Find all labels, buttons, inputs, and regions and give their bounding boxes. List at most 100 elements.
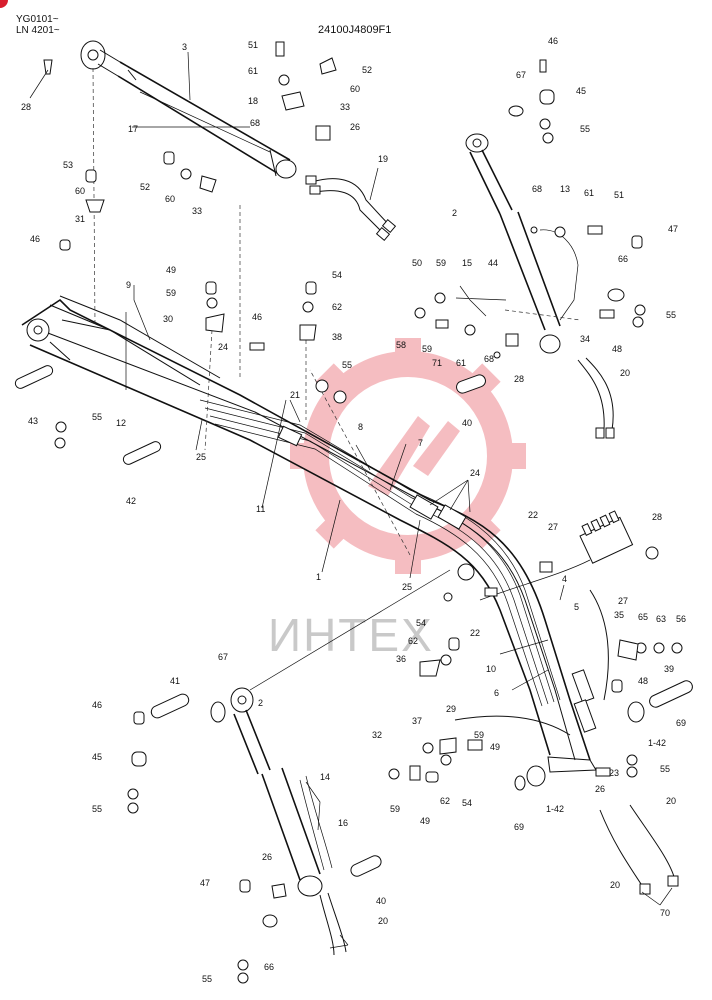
callout-20: 20	[378, 916, 388, 926]
callout-labels: 28 3 51 61 52 60 18 33 68 26 17 19 53 60…	[21, 36, 686, 984]
callout-9: 9	[126, 280, 131, 290]
callout-67: 67	[516, 70, 526, 80]
callout-62: 62	[440, 796, 450, 806]
callout-42: 42	[126, 496, 136, 506]
drawing-number: 24100J4809F1	[318, 24, 392, 36]
callout-23: 23	[609, 768, 619, 778]
callout-59: 59	[436, 258, 446, 268]
callout-34: 34	[580, 334, 590, 344]
callout-25: 25	[402, 582, 412, 592]
callout-24: 24	[218, 342, 228, 352]
callout-59: 59	[422, 344, 432, 354]
callout-55: 55	[580, 124, 590, 134]
callout-68: 68	[532, 184, 542, 194]
callout-28: 28	[21, 102, 31, 112]
leader-lines	[92, 67, 581, 691]
callout-41: 41	[170, 676, 180, 686]
callout-51: 51	[614, 190, 624, 200]
callout-49: 49	[490, 742, 500, 752]
callout-38: 38	[332, 332, 342, 342]
corner-marker	[0, 0, 8, 8]
arm-link	[49, 295, 221, 386]
callout-16: 16	[338, 818, 348, 828]
callout-49: 49	[420, 816, 430, 826]
callout-37: 37	[412, 716, 422, 726]
callout-68: 68	[250, 118, 260, 128]
callout-48: 48	[638, 676, 648, 686]
callout-20: 20	[610, 880, 620, 890]
callout-68: 68	[484, 354, 494, 364]
callout-2: 2	[452, 208, 457, 218]
callout-60: 60	[75, 186, 85, 196]
arm-cylinder-right	[465, 133, 579, 354]
callout-28: 28	[514, 374, 524, 384]
callout-55: 55	[202, 974, 212, 984]
callout-43: 43	[28, 416, 38, 426]
callout-54: 54	[416, 618, 426, 628]
callout-67: 67	[218, 652, 228, 662]
callout-54: 54	[332, 270, 342, 280]
callout-69: 69	[514, 822, 524, 832]
hose-pair-right	[577, 357, 615, 439]
boom-cylinder-top	[80, 40, 297, 179]
callout-51: 51	[248, 40, 258, 50]
callout-55: 55	[92, 412, 102, 422]
callout-63: 63	[656, 614, 666, 624]
callout-20: 20	[620, 368, 630, 378]
callout-47: 47	[668, 224, 678, 234]
callout-15: 15	[462, 258, 472, 268]
callout-45: 45	[92, 752, 102, 762]
callout-24: 24	[470, 468, 480, 478]
callout-1-42: 1-42	[546, 804, 564, 814]
callout-71: 71	[432, 358, 442, 368]
callout-66: 66	[264, 962, 274, 972]
callout-31: 31	[75, 214, 85, 224]
callout-58: 58	[396, 340, 406, 350]
callout-65: 65	[638, 612, 648, 622]
callout-22: 22	[470, 628, 480, 638]
hose-pair-lower-right	[599, 804, 679, 895]
loose-pins	[14, 365, 693, 877]
callout-33: 33	[340, 102, 350, 112]
callout-7: 7	[418, 438, 423, 448]
callout-47: 47	[200, 878, 210, 888]
callout-22: 22	[528, 510, 538, 520]
serial-range-line-2: LN 4201~	[16, 25, 60, 36]
callout-46: 46	[252, 312, 262, 322]
callout-62: 62	[332, 302, 342, 312]
callout-10: 10	[486, 664, 496, 674]
callout-55: 55	[660, 764, 670, 774]
callout-46: 46	[548, 36, 558, 46]
callout-2: 2	[258, 698, 263, 708]
callout-62: 62	[408, 636, 418, 646]
callout-33: 33	[192, 206, 202, 216]
callout-59: 59	[390, 804, 400, 814]
callout-11: 11	[256, 504, 265, 514]
callout-61: 61	[584, 188, 594, 198]
callout-45: 45	[576, 86, 586, 96]
callout-46: 46	[30, 234, 40, 244]
callout-36: 36	[396, 654, 406, 664]
main-boom	[21, 298, 634, 773]
callout-49: 49	[166, 265, 176, 275]
callout-26: 26	[595, 784, 605, 794]
callout-8: 8	[358, 422, 363, 432]
callout-60: 60	[165, 194, 175, 204]
callout-1-42: 1-42	[648, 738, 666, 748]
callout-13: 13	[560, 184, 570, 194]
callout-55: 55	[666, 310, 676, 320]
callout-1: 1	[316, 572, 321, 582]
fasteners	[43, 41, 683, 984]
callout-59: 59	[474, 730, 484, 740]
callout-66: 66	[618, 254, 628, 264]
callout-56: 56	[676, 614, 686, 624]
callout-55: 55	[92, 804, 102, 814]
callout-5: 5	[574, 602, 579, 612]
callout-29: 29	[446, 704, 456, 714]
watermark-text: ИНТЕХ	[268, 609, 434, 661]
callout-53: 53	[63, 160, 73, 170]
callout-17: 17	[128, 124, 138, 134]
callout-70: 70	[660, 908, 670, 918]
callout-4: 4	[562, 574, 567, 584]
